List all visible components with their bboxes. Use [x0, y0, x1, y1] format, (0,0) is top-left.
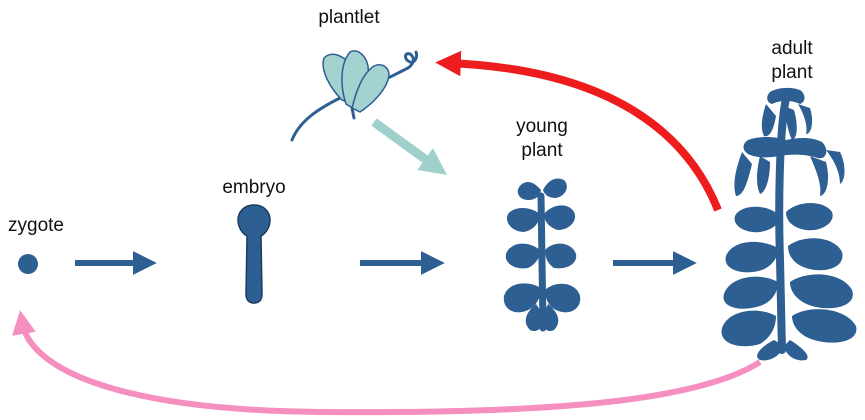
young-plant-label-line2: plant — [521, 140, 563, 161]
adult-plant-label-line1: adult — [771, 38, 813, 59]
adult-to-zygote-arrow — [12, 310, 762, 416]
embryo-shape — [237, 204, 271, 304]
plantlet-shape — [290, 50, 418, 142]
zygote-cell — [18, 254, 38, 274]
young-plant-label-line1: young — [516, 116, 568, 137]
zygote-label: zygote — [8, 215, 64, 236]
plantlet-label: plantlet — [318, 7, 380, 28]
embryo-label: embryo — [222, 177, 286, 198]
adult-plant-shape — [721, 87, 857, 361]
adult-plant-label-line2: plant — [771, 62, 813, 83]
adult-to-plantlet-arrow — [435, 50, 722, 212]
plantlet-to-young-plant-arrow — [371, 118, 447, 175]
young-plant-shape — [503, 178, 581, 332]
